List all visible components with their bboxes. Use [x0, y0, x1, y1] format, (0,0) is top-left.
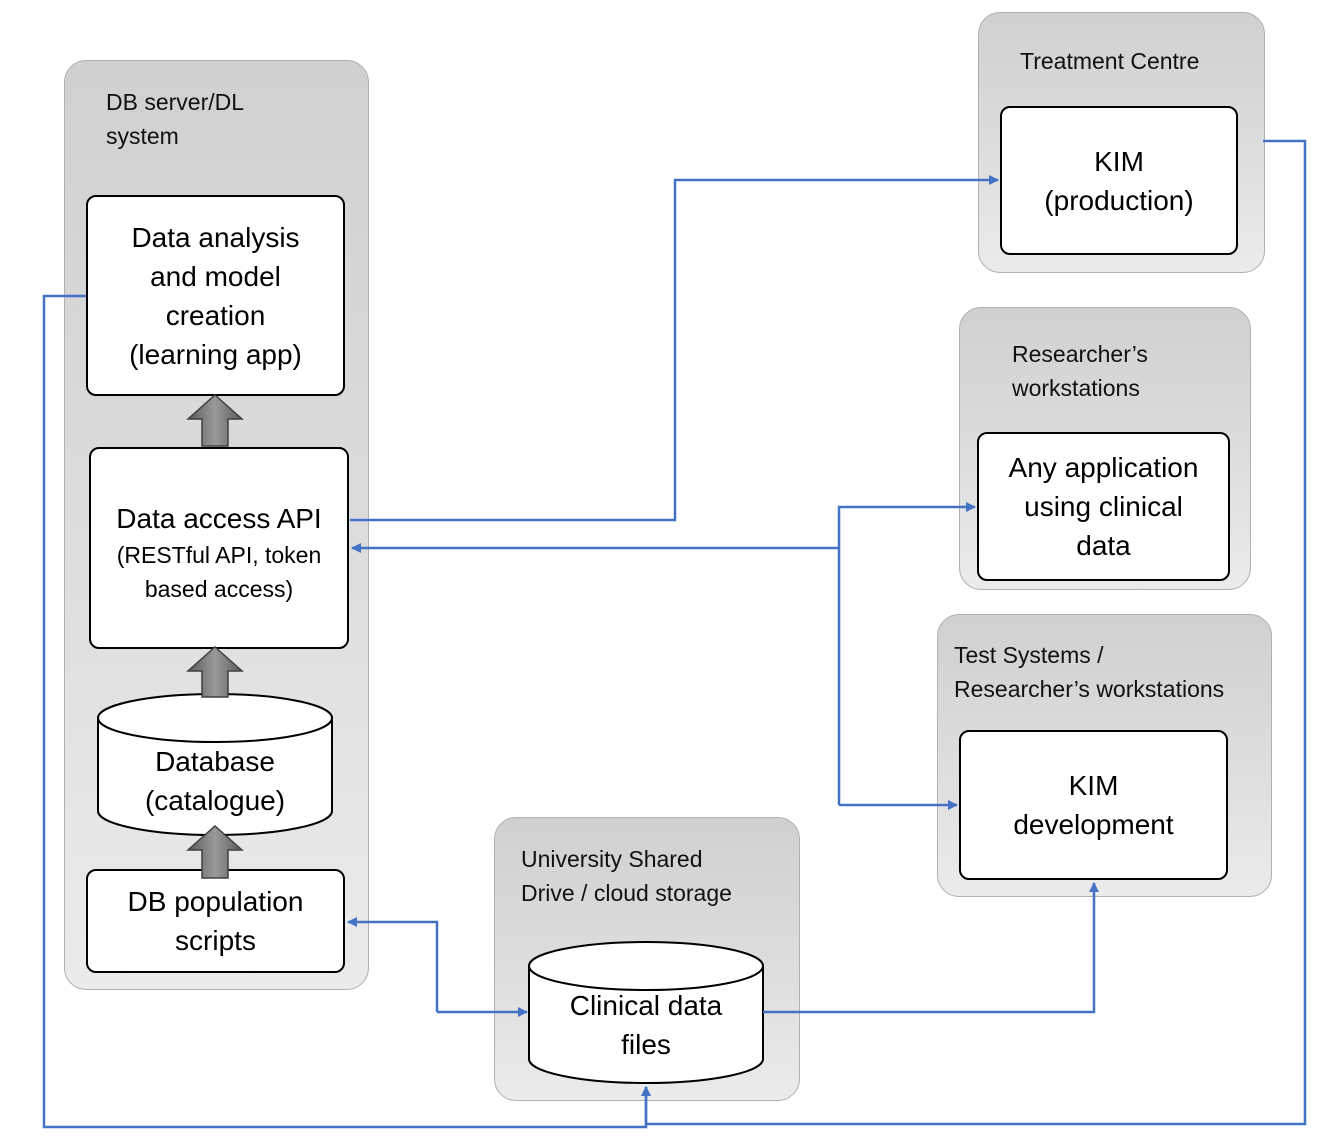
data-access-api-box: Data access API (RESTful API, token base… [89, 447, 349, 649]
kim-development-text: KIM development [1013, 770, 1174, 840]
database-text: Database (catalogue) [144, 746, 286, 816]
researcher-workstations-label: Researcher’s workstations [1012, 341, 1148, 401]
connector-kim-production-to-files [641, 139, 1307, 1126]
db-server-label: DB server/DL system [106, 89, 245, 149]
db-population-box: DB population scripts [86, 869, 345, 973]
db-population-text: DB population scripts [127, 886, 304, 956]
data-analysis-text: Data analysis and model creation (learni… [129, 221, 302, 370]
data-access-api-detail: (RESTful API, token based access) [116, 542, 322, 602]
connector-files-to-kim-dev [763, 882, 1099, 1014]
shared-drive-label: University Shared Drive / cloud storage [521, 846, 732, 906]
kim-production-box: KIM (production) [1000, 106, 1238, 255]
any-application-text: Any application using clinical data [1008, 452, 1199, 561]
any-application-box: Any application using clinical data [977, 432, 1230, 581]
connector-api-to-kim-production [350, 175, 999, 522]
kim-production-text: KIM (production) [1044, 145, 1194, 216]
connector-branch-to-any-app [837, 502, 976, 805]
treatment-centre-label: Treatment Centre [1020, 48, 1200, 74]
connector-files-to-population [347, 917, 439, 1012]
data-access-api-title: Data access API [116, 503, 322, 534]
data-analysis-box: Data analysis and model creation (learni… [86, 195, 345, 396]
block-arrow-up-icon [186, 645, 244, 698]
block-arrow-up-icon [186, 393, 244, 447]
clinical-files-cylinder [528, 941, 764, 1084]
block-arrow-up-icon [186, 824, 244, 879]
kim-development-box: KIM development [959, 730, 1228, 880]
clinical-files-text: Clinical data files [569, 990, 723, 1060]
test-systems-label: Test Systems / Researcher’s workstations [954, 642, 1225, 702]
database-cylinder [97, 693, 333, 836]
